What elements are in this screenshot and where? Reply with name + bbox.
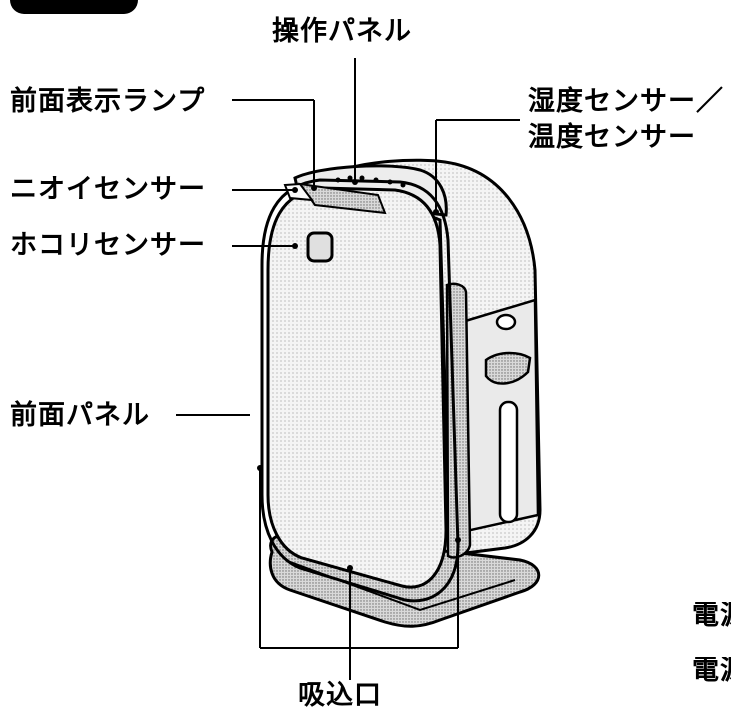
- label-front-lamp: 前面表示ランプ: [10, 86, 206, 117]
- label-power-cut-1: 電源: [692, 602, 731, 629]
- side-body: [326, 158, 542, 557]
- leader-dots: [257, 179, 461, 571]
- label-operation-panel: 操作パネル: [272, 16, 412, 47]
- label-temperature-sensor: 温度センサー: [528, 122, 696, 153]
- label-odor-sensor: ニオイセンサー: [10, 174, 206, 205]
- front-panel-shape: [266, 186, 448, 589]
- handle-hole: [495, 313, 517, 331]
- leader-lines: [176, 58, 520, 680]
- odor-sensor-window: [283, 182, 315, 202]
- label-dust-sensor: ホコリセンサー: [10, 230, 206, 261]
- label-intake: 吸込口: [298, 680, 382, 711]
- front-frame: [260, 178, 460, 603]
- water-window: [498, 400, 519, 524]
- label-humidity-sensor: 湿度センサー／: [528, 86, 724, 117]
- corner-tab: [10, 0, 138, 14]
- dust-sensor-window: [306, 231, 334, 263]
- label-front-panel: 前面パネル: [10, 400, 150, 431]
- label-power-cut-2: 電源: [692, 657, 731, 684]
- side-grip: [484, 351, 532, 385]
